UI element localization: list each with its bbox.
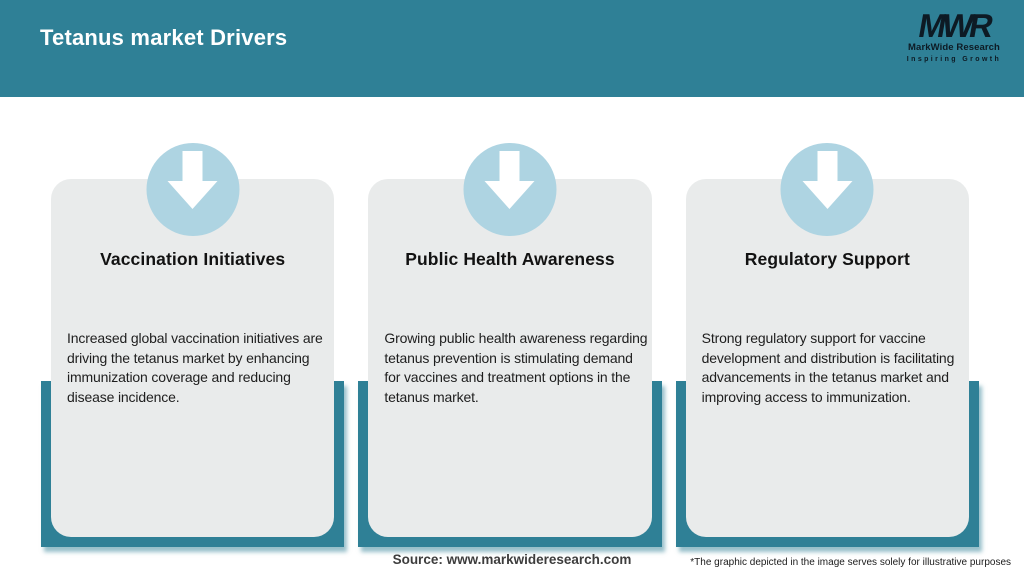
- driver-card-vaccination-initiatives: Vaccination Initiatives Increased global…: [41, 143, 345, 555]
- logo-company-name: MarkWide Research: [908, 42, 1000, 53]
- card-description: Increased global vaccination initiatives…: [67, 330, 323, 406]
- card-title: Regulatory Support: [744, 249, 910, 269]
- down-arrow-icon: [780, 143, 874, 236]
- driver-card-public-health-awareness: Public Health Awareness Growing public h…: [358, 143, 662, 555]
- source-text: Source: www.markwideresearch.com: [392, 552, 632, 567]
- down-arrow-icon: [463, 143, 557, 236]
- driver-card-regulatory-support: Regulatory Support Strong regulatory sup…: [675, 143, 979, 555]
- logo-tagline: Inspiring Growth: [906, 55, 1002, 63]
- logo-mwr-monogram: MWR: [915, 7, 993, 44]
- card-title: Public Health Awareness: [405, 249, 615, 269]
- header-bar: Tetanus market Drivers MWR MarkWide Rese…: [0, 0, 1024, 97]
- card-panel: Vaccination Initiatives Increased global…: [51, 179, 335, 537]
- down-arrow-icon: [146, 143, 240, 236]
- card-title: Vaccination Initiatives: [100, 249, 286, 269]
- markwide-logo: MWR MarkWide Research Inspiring Growth: [898, 7, 1010, 63]
- page-title: Tetanus market Drivers: [40, 25, 288, 50]
- card-description: Strong regulatory support for vaccine de…: [701, 330, 955, 406]
- card-description: Growing public health awareness regardin…: [384, 330, 648, 406]
- drivers-cards-row: Vaccination Initiatives Increased global…: [41, 143, 979, 555]
- card-panel: Regulatory Support Strong regulatory sup…: [685, 179, 969, 537]
- disclaimer-text: *The graphic depicted in the image serve…: [690, 557, 1011, 568]
- card-panel: Public Health Awareness Growing public h…: [368, 179, 652, 537]
